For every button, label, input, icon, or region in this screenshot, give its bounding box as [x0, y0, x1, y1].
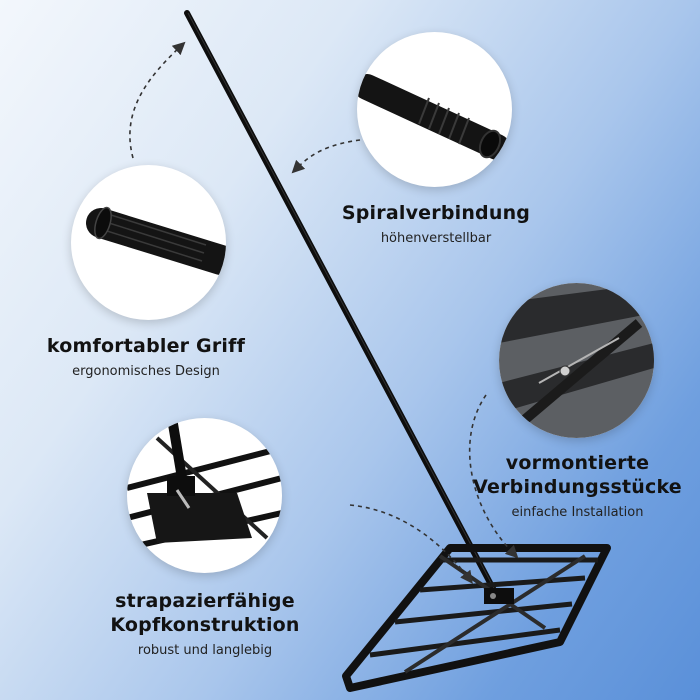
feature-head-title-2: Kopfkonstruktion: [110, 614, 300, 636]
rake-head-closeup: [127, 418, 282, 573]
arrow-to-connector: [468, 394, 519, 559]
arrow-to-head: [349, 504, 473, 584]
frame-connector-closeup: [499, 283, 654, 438]
handle-grip-closeup: [71, 165, 226, 320]
feature-head-title-1: strapazierfähige: [115, 590, 295, 612]
feature-spiral-subtitle: höhenverstellbar: [380, 231, 492, 246]
feature-connectors: vormontierte Verbindungsstücke einfache …: [455, 451, 700, 523]
feature-grip: komfortabler Griff ergonomisches Design: [30, 334, 262, 382]
feature-grip-title: komfortabler Griff: [46, 335, 246, 357]
rake-pole: [184, 10, 499, 597]
rake-head: [342, 544, 611, 692]
feature-head-subtitle: robust und langlebig: [137, 643, 273, 658]
feature-spiral: Spiralverbindung höhenverstellbar: [318, 201, 554, 249]
arrow-to-spiral: [291, 139, 361, 174]
feature-spiral-title: Spiralverbindung: [341, 202, 531, 224]
feature-head: strapazierfähige Kopfkonstruktion robust…: [90, 589, 320, 661]
spiral-connector-closeup: [357, 32, 512, 187]
feature-connectors-title-1: vormontierte: [505, 452, 650, 474]
feature-connectors-title-2: Verbindungsstücke: [473, 476, 682, 498]
callout-arrows: [129, 41, 519, 584]
feature-grip-subtitle: ergonomisches Design: [72, 364, 220, 379]
arrow-to-pole-top: [129, 41, 186, 159]
feature-connectors-subtitle: einfache Installation: [511, 505, 644, 520]
